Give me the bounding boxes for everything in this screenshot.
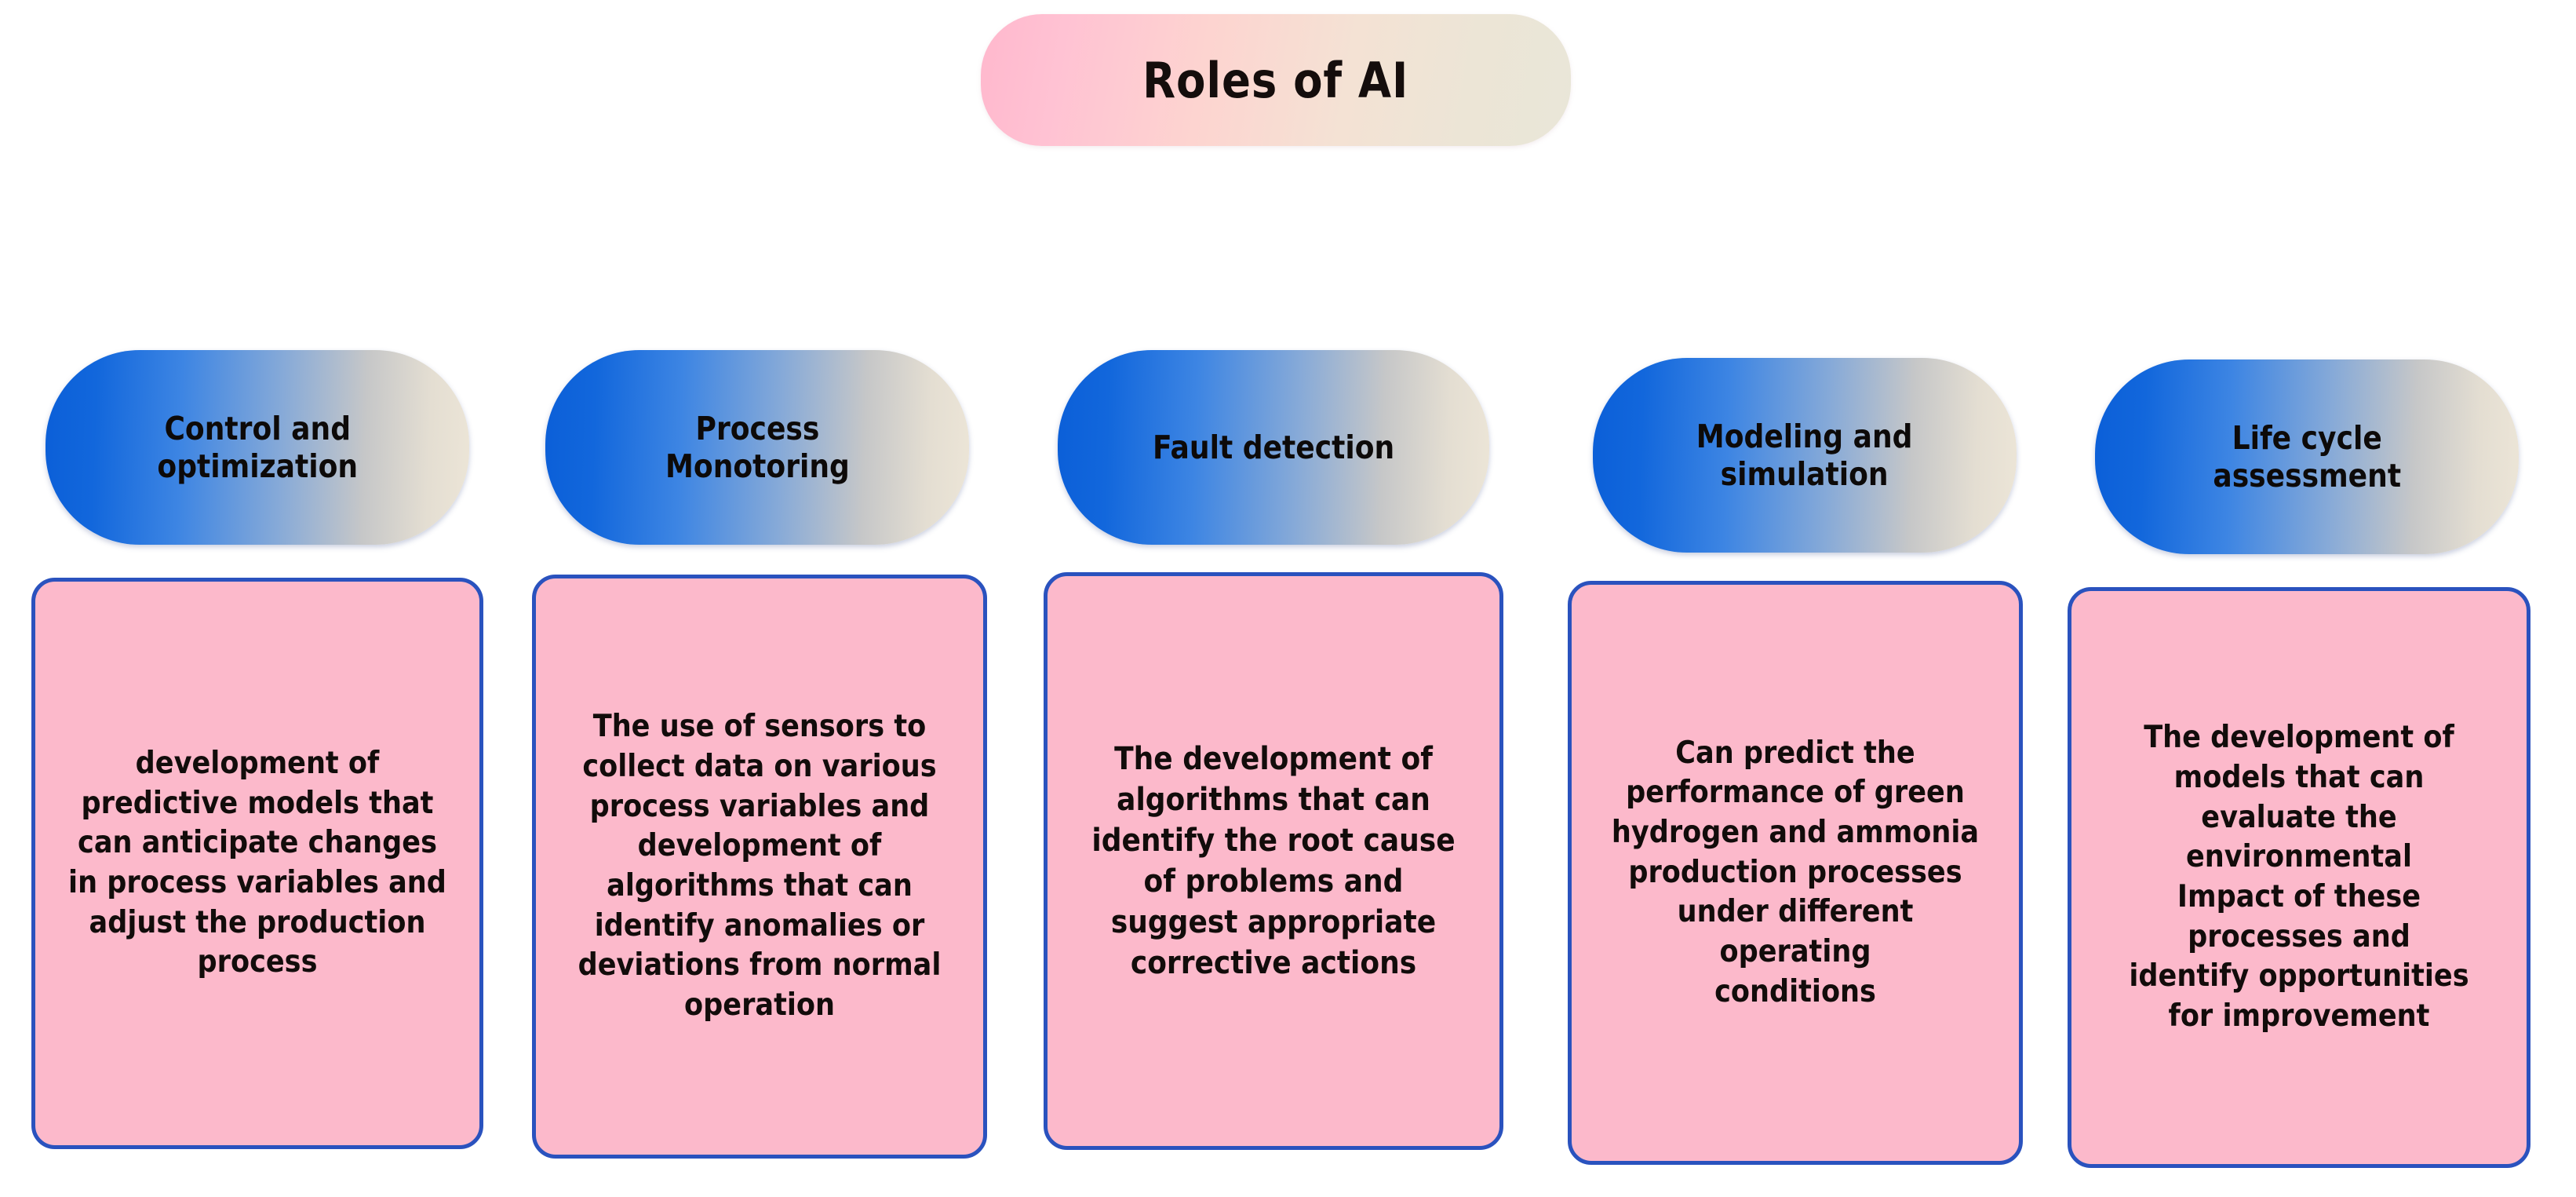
- column-modeling-and-simulation: Modeling and simulation Can predict the …: [1522, 0, 2032, 1197]
- description-card-process-monotoring: The use of sensors to collect data on va…: [532, 575, 987, 1159]
- description-card-life-cycle-assessment: The development of models that can evalu…: [2068, 587, 2530, 1168]
- diagram-title: Roles of AI: [1142, 51, 1409, 109]
- column-process-monotoring: Process Monotoring The use of sensors to…: [502, 0, 1004, 1197]
- description-text: The use of sensors to collect data on va…: [578, 709, 942, 1024]
- description-text: Can predict the performance of green hyd…: [1611, 735, 1980, 1009]
- role-pill-label: Control and optimization: [157, 409, 358, 485]
- description-text: The development of models that can evalu…: [2129, 720, 2469, 1035]
- description-text: development of predictive models that ca…: [68, 745, 446, 980]
- role-pill-label: Fault detection: [1152, 428, 1395, 466]
- description-card-modeling-and-simulation: Can predict the performance of green hyd…: [1568, 581, 2023, 1165]
- role-pill-life-cycle-assessment[interactable]: Life cycle assessment: [2095, 359, 2519, 554]
- role-pill-fault-detection[interactable]: Fault detection: [1058, 350, 1489, 545]
- column-life-cycle-assessment: Life cycle assessment The development of…: [2032, 0, 2576, 1197]
- role-pill-label: Process Monotoring: [665, 409, 850, 485]
- header-capsule: Roles of AI: [981, 14, 1571, 146]
- column-control-and-optimization: Control and optimization development of …: [0, 0, 502, 1197]
- role-pill-process-monotoring[interactable]: Process Monotoring: [545, 350, 969, 545]
- role-pill-label: Life cycle assessment: [2213, 418, 2401, 494]
- role-pill-control-and-optimization[interactable]: Control and optimization: [46, 350, 469, 545]
- description-text: The development of algorithms that can i…: [1091, 741, 1456, 981]
- role-pill-label: Modeling and simulation: [1696, 417, 1913, 493]
- description-card-fault-detection: The development of algorithms that can i…: [1044, 572, 1503, 1150]
- description-card-control-and-optimization: development of predictive models that ca…: [31, 578, 483, 1149]
- role-pill-modeling-and-simulation[interactable]: Modeling and simulation: [1593, 358, 2017, 553]
- column-fault-detection: Fault detection The development of algor…: [1004, 0, 1522, 1197]
